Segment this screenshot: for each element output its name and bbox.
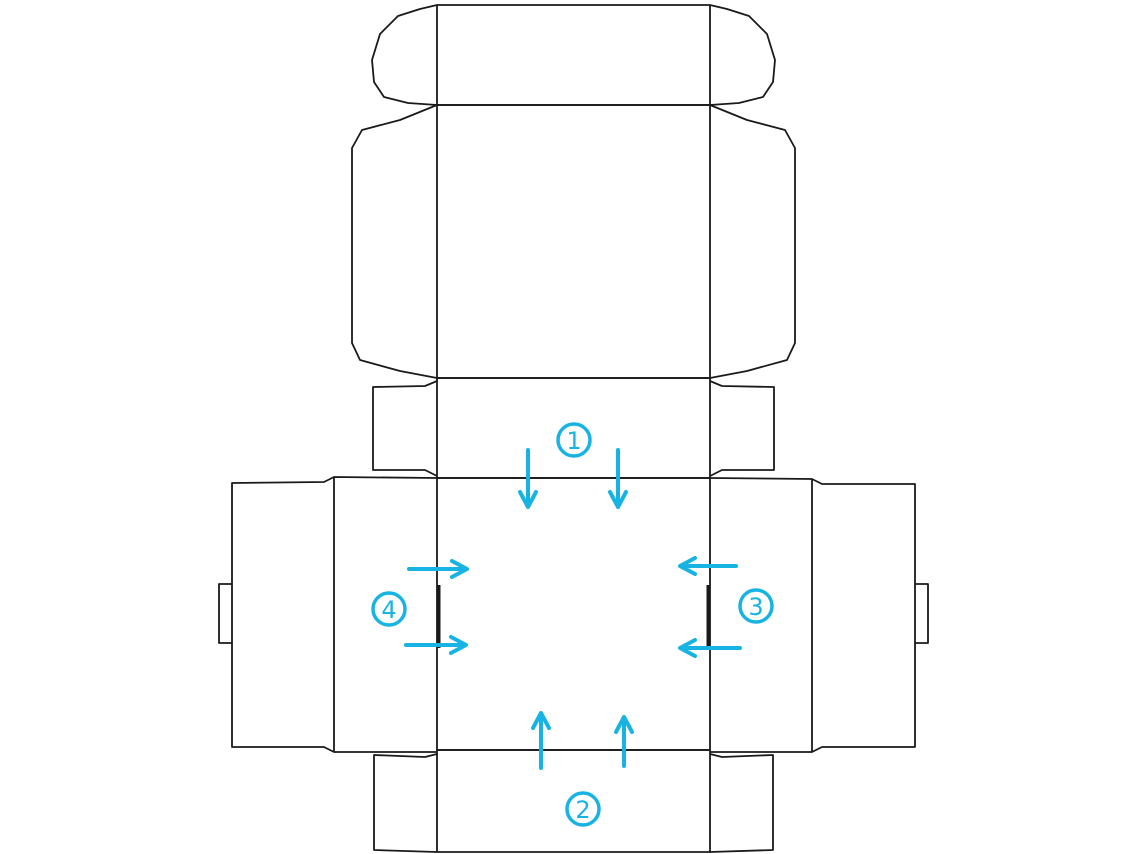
arrows-step-3 xyxy=(678,556,742,658)
tuck-ear-left xyxy=(371,4,438,106)
front-dust-flap-left xyxy=(373,753,438,853)
step-1-label: 1 xyxy=(566,427,581,455)
arrows-step-2 xyxy=(531,711,634,770)
back-dust-flap-right xyxy=(709,380,775,477)
right-lock-tab xyxy=(915,583,929,644)
step-2-badge: 2 xyxy=(565,791,601,827)
arrow-left-icon xyxy=(678,556,738,576)
arrow-down-icon xyxy=(518,448,538,509)
step-4-label: 4 xyxy=(381,596,396,624)
arrows-step-4 xyxy=(404,559,469,655)
left-lock-tab xyxy=(218,583,232,644)
left-side-outer xyxy=(231,476,438,753)
lid-panel xyxy=(436,104,711,379)
arrow-left-icon xyxy=(678,638,742,658)
front-panel xyxy=(436,749,711,853)
lid-flap-left xyxy=(351,104,438,379)
front-dust-flap-right xyxy=(709,753,774,853)
step-2-label: 2 xyxy=(575,796,590,824)
arrow-right-icon xyxy=(407,559,469,579)
lid-flap-right xyxy=(709,104,796,379)
arrow-up-icon xyxy=(531,711,551,770)
arrow-right-icon xyxy=(404,635,468,655)
arrows-step-1 xyxy=(518,448,628,509)
top-tuck-flap xyxy=(436,4,711,106)
back-dust-flap-left xyxy=(372,380,438,477)
arrow-up-icon xyxy=(614,715,634,768)
base-panel xyxy=(436,477,711,751)
step-3-label: 3 xyxy=(748,593,763,621)
tuck-ear-right xyxy=(709,4,776,106)
arrow-down-icon xyxy=(608,448,628,509)
step-1-badge: 1 xyxy=(556,422,592,458)
step-4-badge: 4 xyxy=(371,591,407,627)
step-3-badge: 3 xyxy=(738,588,774,624)
right-side-outer xyxy=(709,477,916,753)
